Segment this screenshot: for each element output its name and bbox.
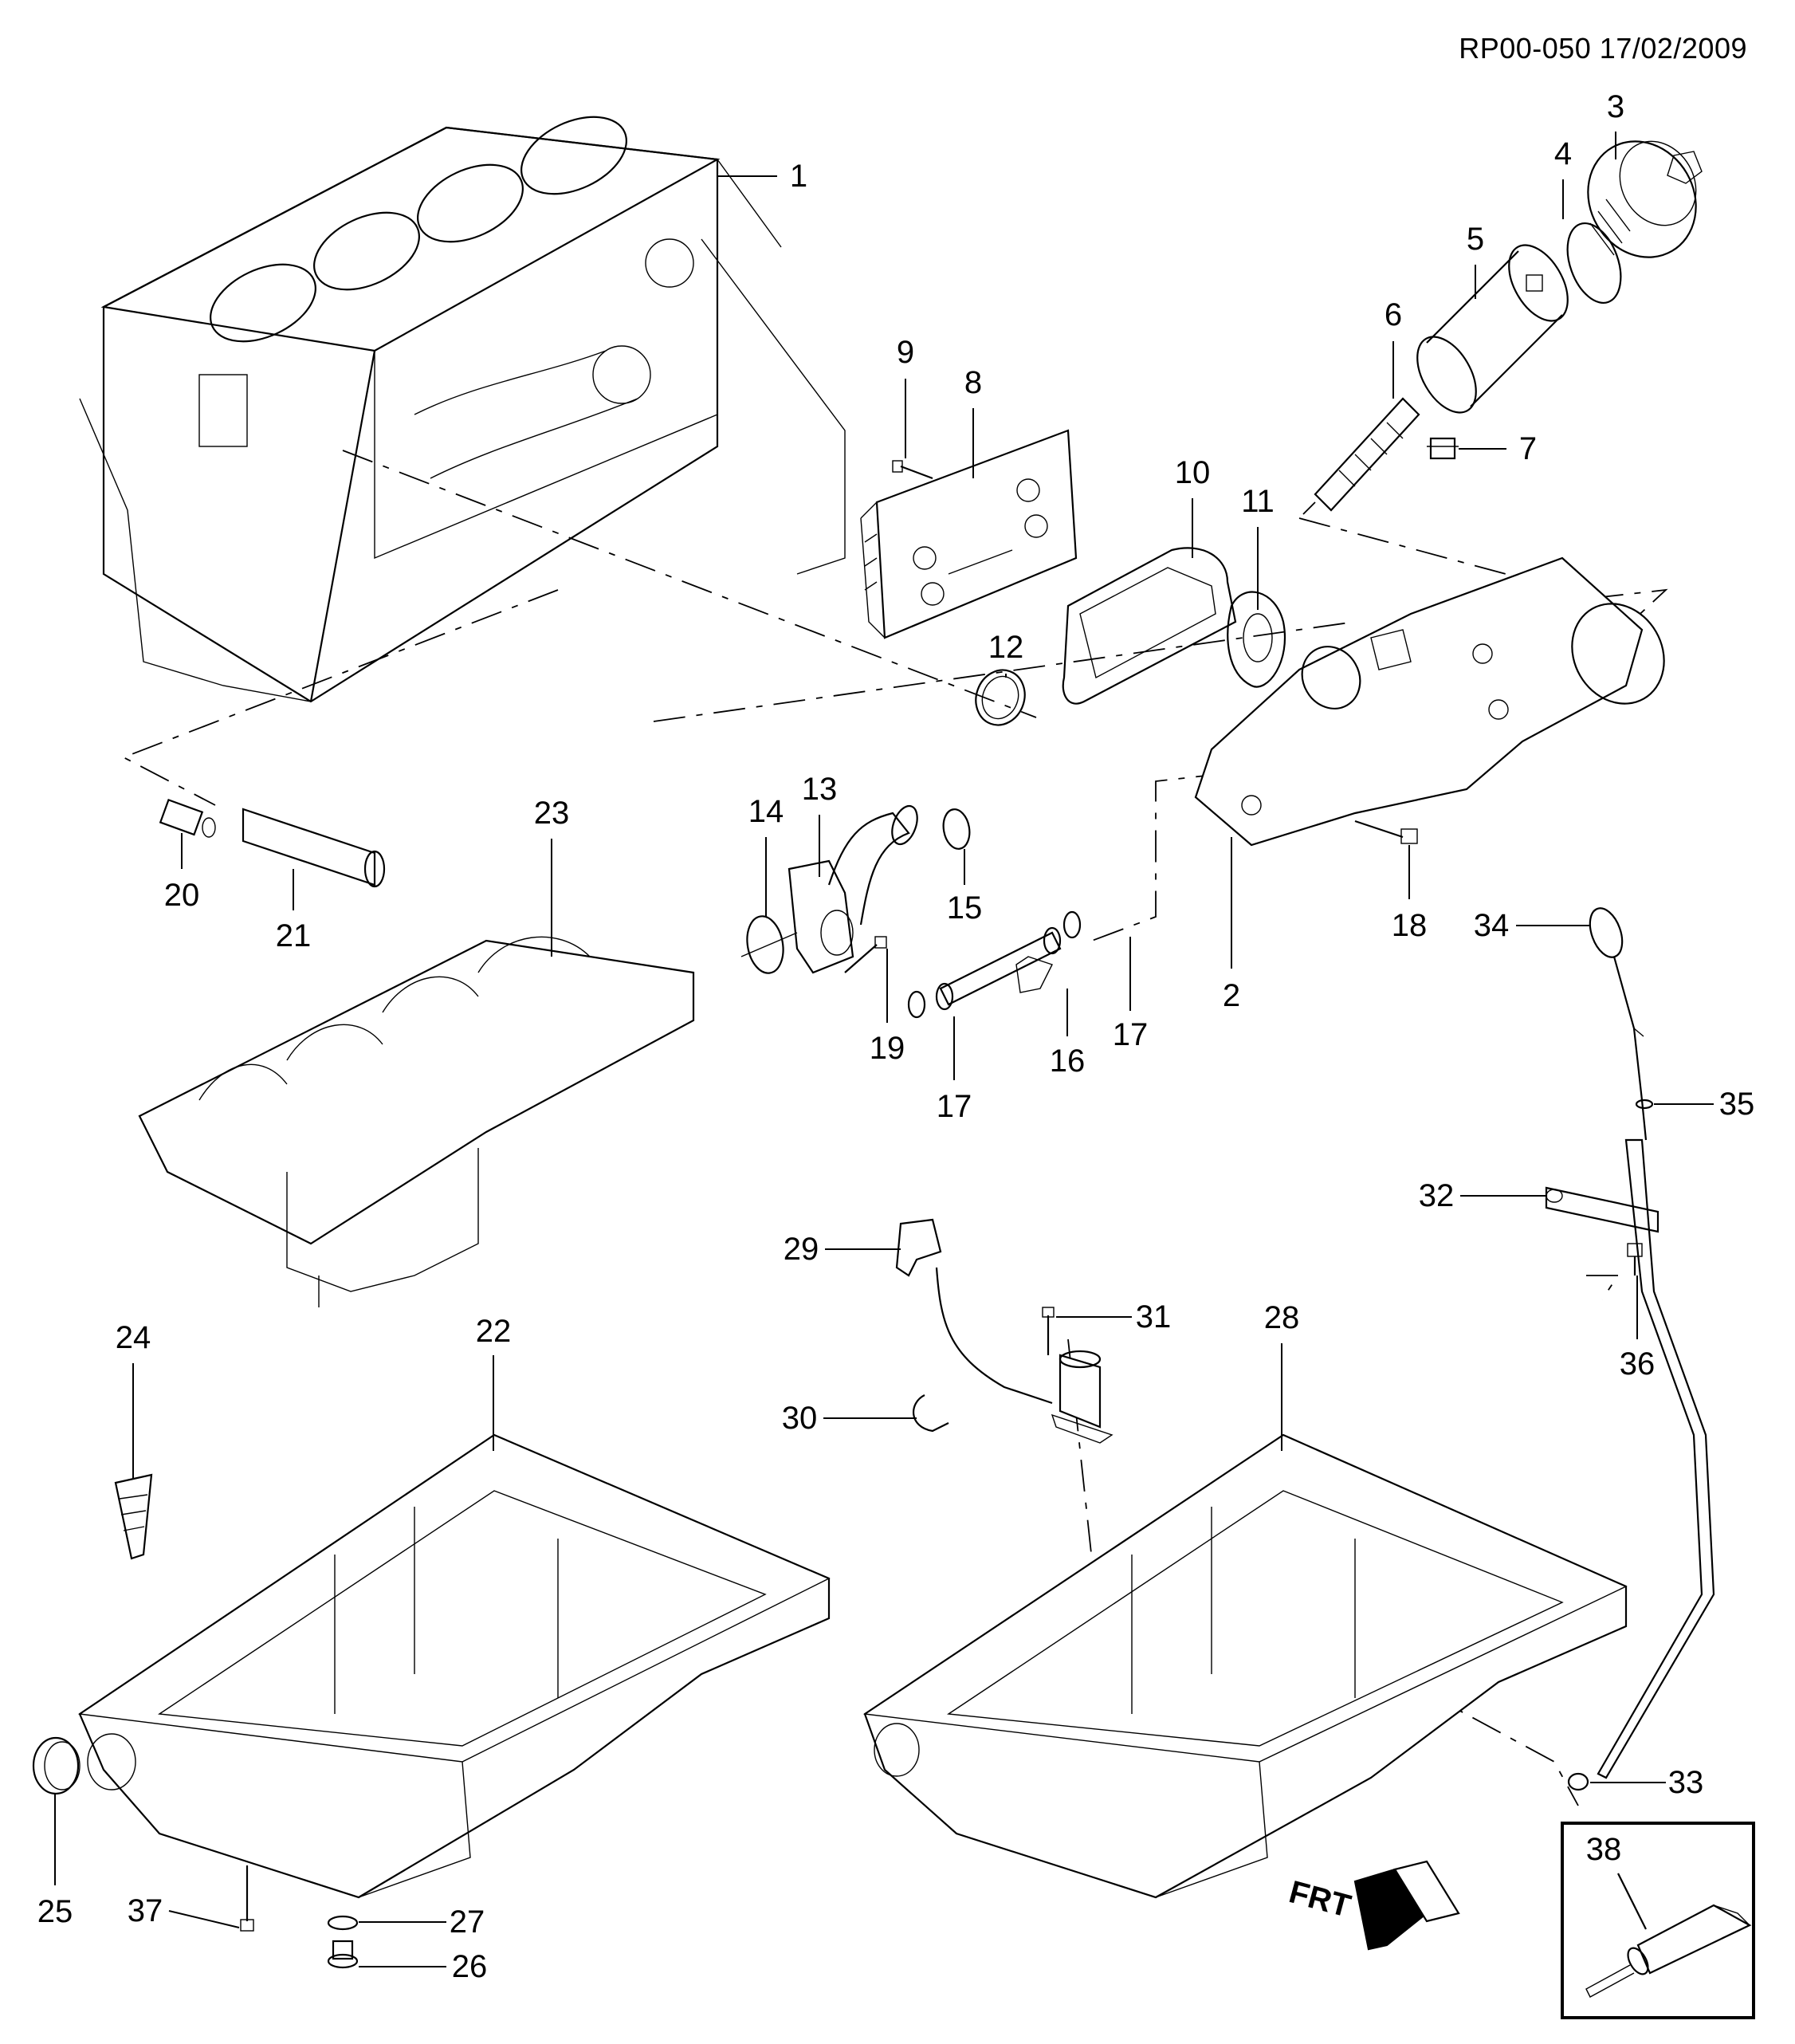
callout-26: 26 xyxy=(451,1949,488,1984)
o-ring-seal xyxy=(1566,222,1622,305)
callout-14: 14 xyxy=(748,794,784,829)
bolt xyxy=(240,1865,254,1932)
callout-16: 16 xyxy=(1049,1044,1086,1079)
oil-filter-housing xyxy=(1194,556,1665,847)
sleeve xyxy=(242,808,386,888)
oil-dipstick xyxy=(1589,907,1648,1141)
oil-level-sensor xyxy=(1051,1350,1114,1444)
seal-ring xyxy=(1062,910,1082,939)
bolt xyxy=(892,460,933,480)
leader-lines xyxy=(54,132,1714,1967)
callout-23: 23 xyxy=(533,796,570,831)
washer xyxy=(327,1915,359,1931)
callout-15: 15 xyxy=(946,890,983,926)
callout-29: 29 xyxy=(783,1232,819,1267)
callout-1: 1 xyxy=(789,159,808,194)
front-marker-text: FRT xyxy=(1286,1874,1355,1924)
oil-level-sensor-connector xyxy=(895,1218,1053,1405)
callout-9: 9 xyxy=(896,335,915,370)
oil-filter-element xyxy=(1416,244,1569,414)
callout-11: 11 xyxy=(1241,484,1275,519)
cylinder-block xyxy=(79,116,846,703)
bolt xyxy=(844,936,887,973)
callout-37: 37 xyxy=(127,1893,163,1928)
oil-pressure-switch xyxy=(159,798,216,838)
oil-cooler xyxy=(860,429,1078,639)
callout-36: 36 xyxy=(1619,1346,1656,1382)
oil-return-pipe xyxy=(788,804,918,974)
oil-strainer xyxy=(114,1473,153,1560)
baffle-plate xyxy=(138,936,695,1307)
callout-4: 4 xyxy=(1553,136,1573,171)
callout-2: 2 xyxy=(1222,978,1241,1013)
callout-24: 24 xyxy=(115,1320,151,1355)
callout-8: 8 xyxy=(964,365,983,400)
callout-22: 22 xyxy=(475,1314,512,1349)
o-ring xyxy=(1567,1772,1589,1791)
drain-valve xyxy=(1427,437,1459,460)
callout-31: 31 xyxy=(1135,1299,1172,1334)
seal-ring xyxy=(975,669,1026,726)
seal-ring xyxy=(942,808,971,850)
callout-32: 32 xyxy=(1418,1178,1455,1213)
sealant-inset-box xyxy=(1561,1822,1755,2019)
drawing-reference: RP00-050 17/02/2009 xyxy=(1459,32,1747,65)
callout-34: 34 xyxy=(1473,908,1510,943)
callout-28: 28 xyxy=(1263,1300,1300,1335)
oil-pan-upper xyxy=(78,1433,831,1899)
bolt xyxy=(1627,1243,1643,1276)
callout-20: 20 xyxy=(163,878,200,913)
callout-18: 18 xyxy=(1391,908,1428,943)
callout-17b: 17 xyxy=(936,1089,972,1124)
callout-19: 19 xyxy=(869,1031,905,1066)
gasket xyxy=(1227,591,1286,688)
callout-35: 35 xyxy=(1718,1087,1755,1122)
callout-25: 25 xyxy=(37,1894,73,1929)
callout-30: 30 xyxy=(781,1401,818,1436)
seal-ring xyxy=(740,915,798,974)
callout-17a: 17 xyxy=(1112,1017,1149,1052)
front-arrow-icon: FRT xyxy=(1286,1860,1460,1951)
callout-3: 3 xyxy=(1606,89,1625,124)
callout-12: 12 xyxy=(988,630,1024,665)
callout-10: 10 xyxy=(1174,455,1211,490)
callout-5: 5 xyxy=(1466,222,1485,257)
o-ring xyxy=(1635,1099,1654,1110)
seal xyxy=(32,1736,81,1795)
oil-pan xyxy=(863,1433,1628,1899)
callout-6: 6 xyxy=(1384,297,1403,332)
callout-38: 38 xyxy=(1585,1832,1622,1867)
oil-cooler-gasket xyxy=(1062,547,1237,705)
bolt xyxy=(1354,820,1418,844)
sealant-tube xyxy=(1585,1873,1752,1998)
callout-13: 13 xyxy=(801,772,838,807)
seal-ring xyxy=(907,990,926,1019)
drain-plug xyxy=(327,1940,359,1969)
filter-center-pipe xyxy=(1302,397,1420,515)
callout-27: 27 xyxy=(449,1904,485,1940)
oil-filter-cap xyxy=(1587,140,1703,258)
callout-7: 7 xyxy=(1518,431,1538,466)
clip xyxy=(913,1394,949,1433)
callout-33: 33 xyxy=(1667,1765,1704,1800)
connecting-pipe xyxy=(935,926,1062,1011)
dipstick-tube xyxy=(1597,1138,1715,1779)
bolt xyxy=(1042,1307,1055,1355)
callout-21: 21 xyxy=(275,918,312,953)
